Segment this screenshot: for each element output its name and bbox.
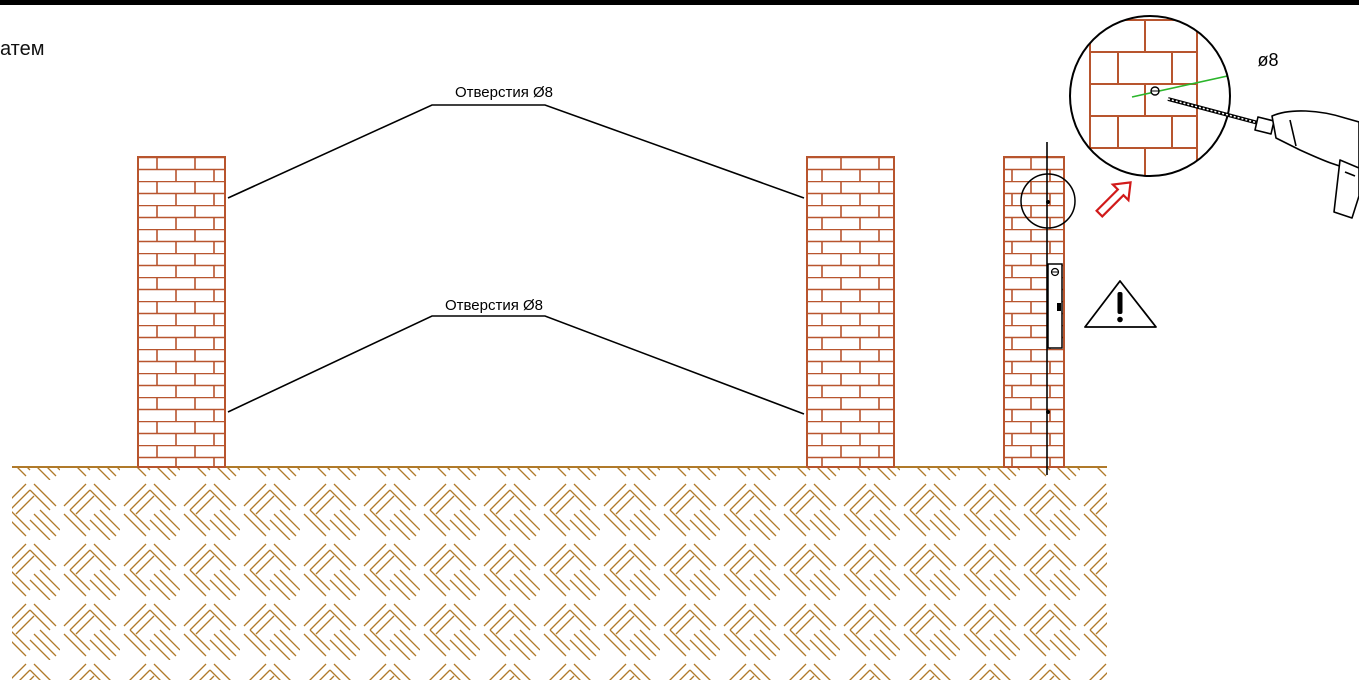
hole-mark-lower bbox=[1046, 410, 1050, 414]
top-border bbox=[0, 0, 1359, 5]
detail-magnifier: ø8 bbox=[1069, 15, 1279, 177]
brick-pillar-left bbox=[137, 156, 226, 468]
brick-pillar-middle bbox=[806, 156, 895, 468]
lower-holes-label: Отверстия Ø8 bbox=[445, 297, 543, 314]
detail-diameter-label: ø8 bbox=[1257, 50, 1278, 70]
detail-callout-circle bbox=[1020, 173, 1076, 229]
drill-icon bbox=[1167, 97, 1359, 219]
ground-hatch bbox=[12, 467, 1107, 680]
red-arrow-icon bbox=[1095, 181, 1132, 218]
upper-holes-label: Отверстия Ø8 bbox=[455, 84, 553, 101]
warning-triangle-icon bbox=[1084, 280, 1157, 328]
lower-hole-leader bbox=[227, 315, 805, 415]
header-text: атем bbox=[0, 38, 45, 60]
upper-hole-leader bbox=[227, 104, 805, 199]
spirit-level-icon bbox=[1047, 263, 1063, 349]
hole-mark-upper bbox=[1046, 200, 1050, 204]
